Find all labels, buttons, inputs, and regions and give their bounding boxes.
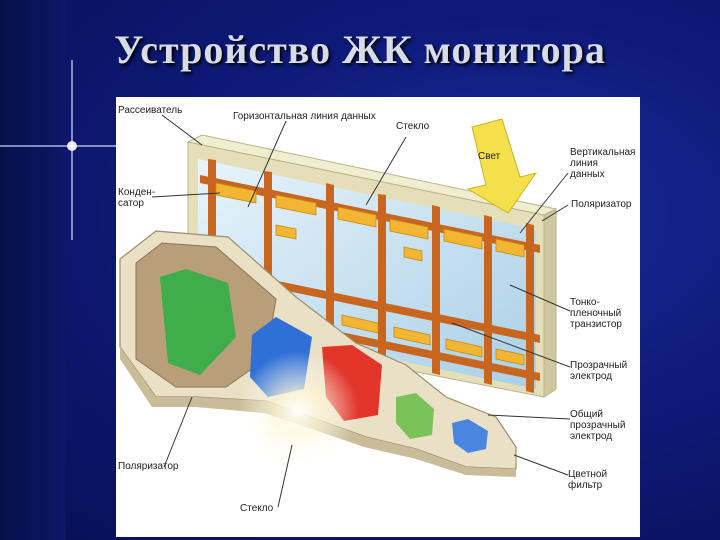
capacitor-pads	[215, 182, 525, 366]
vertical-data-lines	[208, 159, 534, 393]
slide-left-band	[0, 0, 66, 540]
label-tft: Тонко- пленочный транзистор	[570, 297, 622, 330]
label-transparent-electrode: Прозрачный электрод	[570, 360, 628, 382]
light-flare	[238, 351, 358, 471]
lcd-diagram-panel: Рассеиватель Горизонтальная линия данных…	[116, 97, 640, 537]
light-arrow	[466, 118, 538, 214]
label-glass-bottom: Стекло	[240, 503, 274, 514]
label-common-electrode: Общий прозрачный электрод	[570, 409, 626, 442]
label-polarizer-right: Поляризатор	[571, 199, 632, 210]
label-horizontal-data-line: Горизонтальная линия данных	[233, 111, 376, 122]
leader-lines	[151, 114, 571, 508]
slide-title: Устройство ЖК монитора	[114, 27, 606, 72]
label-vertical-data-line: Вертикальная линия данных	[570, 147, 636, 180]
label-color-filter: Цветной фильтр	[568, 469, 608, 491]
label-glass-top: Стекло	[396, 121, 430, 132]
label-light: Свет	[478, 151, 501, 162]
label-diffuser: Рассеиватель	[118, 105, 183, 116]
lcd-structure-illustration	[119, 114, 571, 508]
label-capacitor: Конден- сатор	[118, 187, 156, 209]
label-polarizer-left: Поляризатор	[118, 461, 179, 472]
